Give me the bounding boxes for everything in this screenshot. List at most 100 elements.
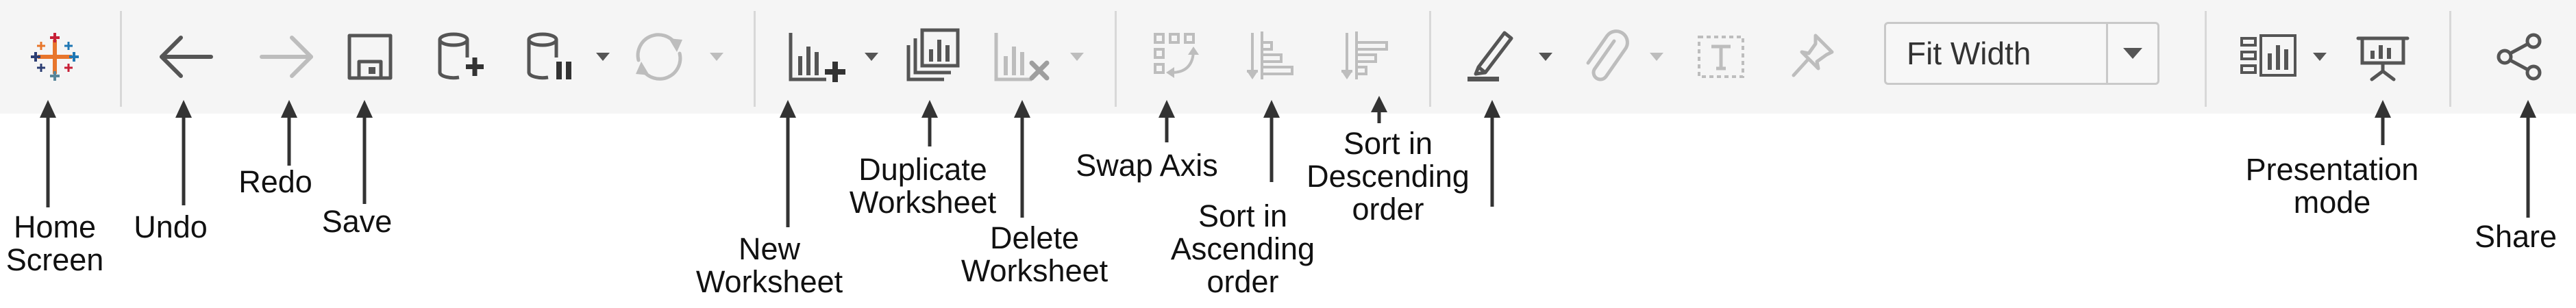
label-line: Home	[13, 209, 97, 244]
caret-down-icon	[1650, 53, 1663, 61]
new-data-source-button[interactable]	[425, 0, 493, 114]
arrow-sort-ascending	[1263, 100, 1280, 182]
label-line: Sort in	[1198, 198, 1288, 233]
label-line: Sort in	[1343, 126, 1433, 161]
undo-button[interactable]	[151, 0, 219, 114]
label-presentation-mode: Presentation mode	[2246, 153, 2419, 219]
new-worksheet-dropdown[interactable]	[863, 49, 880, 68]
swap-axis-button[interactable]	[1143, 0, 1211, 114]
arrow-new-worksheet	[780, 100, 796, 227]
highlighter-icon	[1467, 31, 1513, 81]
caret-down-icon	[2313, 53, 2327, 61]
show-me-dropdown[interactable]	[2312, 49, 2328, 68]
label-duplicate-worksheet: Duplicate Worksheet	[850, 153, 996, 219]
toolbar-separator	[2449, 11, 2451, 107]
group-members-button[interactable]	[1569, 0, 1637, 114]
delete-worksheet-button[interactable]	[987, 0, 1055, 114]
share-icon	[2497, 33, 2542, 81]
pause-updates-button[interactable]	[515, 0, 584, 114]
delete-worksheet-dropdown[interactable]	[1069, 49, 1085, 68]
database-add-icon	[438, 32, 484, 80]
highlight-button[interactable]	[1458, 0, 1526, 114]
arrow-left-icon	[160, 36, 213, 78]
show-me-icon	[2240, 34, 2296, 77]
arrow-right-icon	[260, 36, 313, 78]
show-me-button[interactable]	[2235, 0, 2303, 114]
fix-axes-button[interactable]	[1777, 0, 1846, 114]
label-line: mode	[2293, 185, 2371, 220]
label-redo: Redo	[238, 166, 312, 198]
arrow-swap-axis	[1159, 100, 1175, 142]
toolbar-separator	[120, 11, 122, 107]
sort-descending-button[interactable]	[1332, 0, 1400, 114]
label-line: Delete	[989, 220, 1080, 255]
share-button[interactable]	[2486, 0, 2554, 114]
sort-ascending-button[interactable]	[1237, 0, 1306, 114]
pause-updates-dropdown[interactable]	[595, 49, 611, 68]
highlight-dropdown[interactable]	[1537, 49, 1554, 68]
label-share: Share	[2475, 220, 2557, 253]
text-box-icon	[1698, 36, 1744, 78]
arrow-share	[2520, 100, 2536, 218]
fit-width-select[interactable]: Fit Width	[1884, 22, 2159, 85]
toolbar-separator	[754, 11, 756, 107]
refresh-icon	[636, 33, 682, 81]
chart-delete-icon	[994, 33, 1050, 81]
tableau-logo-icon	[31, 33, 79, 81]
toolbar-separator	[1115, 11, 1117, 107]
label-line: Duplicate	[858, 152, 987, 187]
presentation-icon	[2356, 36, 2410, 81]
chart-duplicate-icon	[906, 28, 960, 81]
select-divider	[2106, 24, 2108, 83]
duplicate-worksheet-button[interactable]	[897, 0, 966, 114]
refresh-dropdown[interactable]	[708, 49, 725, 68]
label-sort-descending: Sort in Descending order	[1306, 127, 1470, 226]
label-sort-ascending: Sort in Ascending order	[1171, 200, 1315, 298]
arrow-save	[356, 100, 373, 204]
save-icon	[347, 34, 393, 80]
refresh-button[interactable]	[625, 0, 693, 114]
sort-ascending-icon	[1247, 31, 1293, 79]
caret-down-icon	[1539, 53, 1552, 61]
label-line: Worksheet	[849, 185, 997, 220]
label-line: Worksheet	[961, 253, 1109, 288]
fit-width-value: Fit Width	[1907, 36, 2031, 71]
presentation-mode-button[interactable]	[2349, 0, 2417, 114]
label-delete-worksheet: Delete Worksheet	[961, 222, 1108, 287]
arrow-home	[40, 100, 56, 207]
label-line: order	[1206, 264, 1279, 299]
save-button[interactable]	[336, 0, 404, 114]
sort-descending-icon	[1341, 31, 1388, 79]
pin-icon	[1792, 34, 1834, 77]
group-dropdown[interactable]	[1648, 49, 1665, 68]
label-line: Descending	[1306, 159, 1470, 194]
database-pause-icon	[527, 32, 571, 80]
label-line: Swap Axis	[1076, 148, 1218, 183]
home-button[interactable]	[21, 0, 89, 114]
label-new-worksheet: New Worksheet	[696, 233, 843, 298]
chevron-down-icon	[2122, 47, 2144, 64]
redo-button[interactable]	[253, 0, 322, 114]
toolbar-separator	[1429, 11, 1431, 107]
caret-down-icon	[596, 53, 610, 61]
caret-down-icon	[710, 53, 723, 61]
label-line: Redo	[238, 164, 312, 199]
new-worksheet-button[interactable]	[781, 0, 850, 114]
arrow-redo	[281, 100, 297, 166]
arrow-highlight	[1484, 100, 1500, 207]
label-save: Save	[322, 205, 393, 238]
show-labels-button[interactable]	[1687, 0, 1755, 114]
caret-down-icon	[1070, 53, 1084, 61]
label-line: Worksheet	[695, 264, 843, 299]
arrow-delete-worksheet	[1014, 100, 1030, 218]
label-undo: Undo	[134, 211, 208, 244]
label-line: Share	[2474, 219, 2558, 254]
label-line: Undo	[134, 209, 208, 244]
label-line: New	[738, 231, 801, 266]
arrow-undo	[175, 100, 192, 205]
chart-add-icon	[789, 33, 845, 82]
label-line: Ascending	[1170, 231, 1315, 266]
label-line: Screen	[5, 242, 104, 277]
label-line: order	[1352, 192, 1424, 227]
